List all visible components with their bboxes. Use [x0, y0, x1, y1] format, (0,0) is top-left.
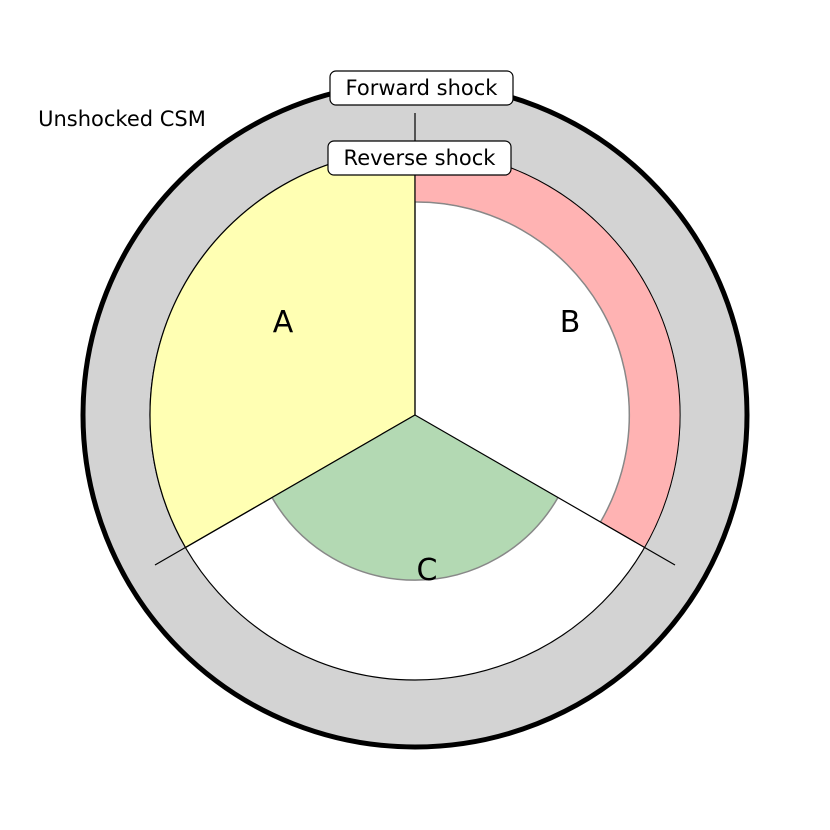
forward-shock-label: Forward shock: [346, 76, 499, 100]
divider-lower-right: [414, 414, 676, 566]
divider-lower-left: [154, 414, 416, 566]
sector-b-inner-edge: [414, 201, 631, 523]
sector-c-label: C: [417, 553, 438, 588]
reverse-shock-callout: Reverse shock: [327, 140, 512, 176]
reverse-shock-label: Reverse shock: [344, 146, 497, 170]
sector-a-label: A: [273, 305, 294, 340]
sector-b-label: B: [560, 305, 581, 340]
reverse-shock-box: [327, 140, 512, 176]
unshocked-csm-label: Unshocked CSM: [38, 107, 206, 131]
forward-shock-box: [329, 70, 514, 106]
sector-c-outer-edge: [271, 497, 559, 581]
forward-shock-callout: Forward shock: [329, 70, 514, 106]
